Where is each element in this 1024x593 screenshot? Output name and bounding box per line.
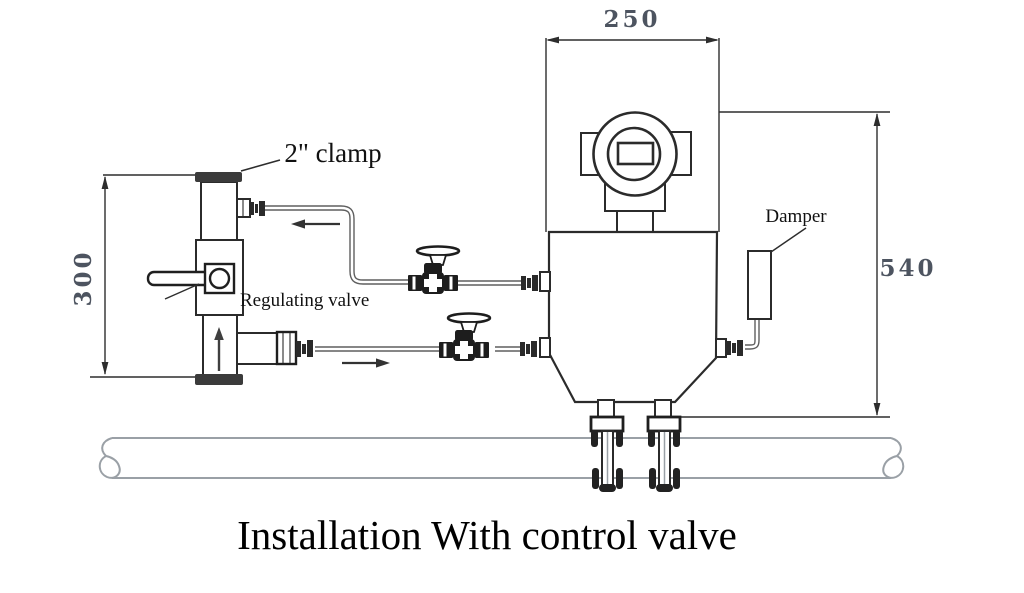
meter-port-right — [715, 338, 727, 358]
regulating-valve-label: Regulating valve — [240, 290, 369, 311]
dimension-250 — [545, 36, 720, 232]
leg-clamp — [589, 415, 625, 433]
clamp-label: 2" clamp — [284, 138, 381, 168]
flow-meter-body — [547, 230, 719, 404]
meter-port-upper-left — [539, 271, 551, 292]
mounting-leg-left — [589, 399, 625, 492]
arrowhead — [873, 113, 881, 126]
compression-fitting-lower — [296, 340, 313, 357]
probe-end-cap — [599, 484, 616, 492]
dimension-540 — [677, 111, 890, 418]
arrowhead — [873, 403, 881, 416]
compression-fitting-upper — [250, 201, 265, 216]
meter-fitting-upper-left — [521, 275, 538, 291]
flow-arrow-up — [214, 327, 224, 371]
impulse-line-upper — [265, 205, 521, 286]
pipe-end-right — [882, 437, 905, 479]
valve-stem — [459, 321, 479, 333]
clamp-leader — [240, 159, 281, 172]
damper-label: Damper — [765, 206, 827, 227]
lower-side-nozzle — [236, 332, 278, 365]
bottom-clamp — [195, 374, 243, 385]
meter-fitting-lower-left — [520, 341, 537, 357]
dimension-300-label: 300 — [70, 249, 97, 306]
valve-bonnet — [424, 263, 442, 274]
main-pipeline — [98, 437, 905, 479]
control-valve-assembly — [146, 159, 313, 385]
transmitter-head — [580, 111, 692, 231]
damper-body — [747, 250, 772, 320]
hex-nut — [275, 330, 298, 366]
regulating-valve-leader — [164, 283, 200, 300]
leg-clamp — [646, 415, 682, 433]
arrowhead — [706, 36, 719, 44]
probe-end-cap — [656, 484, 673, 492]
shutoff-valve-upper — [408, 245, 461, 294]
meter-port-lower-left — [539, 337, 551, 358]
upper-tube-body — [200, 181, 238, 241]
flow-arrow-right — [342, 358, 390, 368]
valve-bonnet — [455, 330, 473, 341]
mounting-leg-right — [646, 399, 682, 492]
shutoff-valve-lower — [439, 312, 492, 361]
meter-fitting-right — [726, 340, 743, 356]
dimension-250-label: 250 — [603, 6, 660, 33]
valve-handle-hub — [208, 267, 231, 290]
flow-arrow-left — [291, 219, 340, 229]
transmitter-display — [616, 141, 655, 166]
damper-assembly — [715, 227, 807, 358]
pipe-end-left — [98, 437, 121, 479]
top-clamp — [195, 172, 242, 182]
diagram-title: Installation With control valve — [237, 512, 737, 558]
arrowhead — [101, 176, 109, 189]
arrowhead — [546, 36, 559, 44]
arrowhead — [101, 362, 109, 375]
valve-stem — [428, 254, 448, 266]
dimension-540-label: 540 — [879, 255, 936, 282]
damper-leader — [770, 227, 807, 253]
dimension-300 — [90, 174, 196, 378]
